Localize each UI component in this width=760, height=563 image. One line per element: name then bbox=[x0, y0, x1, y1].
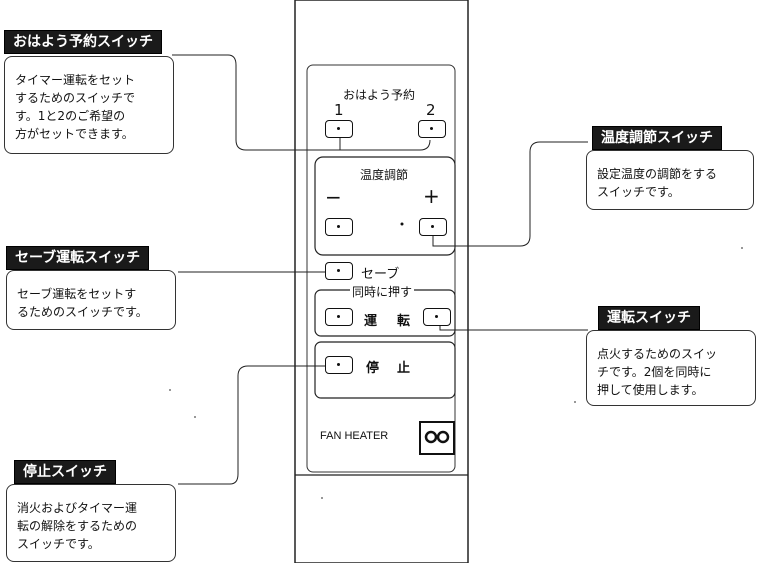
remote-panel bbox=[306, 64, 456, 473]
logo-circle-left bbox=[424, 430, 438, 444]
scan-speck bbox=[574, 401, 576, 403]
leader-ohayou-2 bbox=[340, 139, 431, 151]
callout-run-line: 点火するためのスイッ bbox=[597, 347, 718, 361]
logo-circle-right bbox=[436, 430, 450, 444]
callout-stop-box: 消火およびタイマー運 転の解除をするための スイッチです。 bbox=[6, 484, 176, 562]
temp-down-button[interactable] bbox=[325, 218, 353, 236]
callout-run-line: 押して使用します。 bbox=[597, 383, 704, 397]
save-button[interactable] bbox=[325, 262, 353, 280]
brand-logo-box bbox=[419, 421, 455, 455]
callout-ohayou-line: タイマー運転をセット bbox=[15, 73, 136, 87]
run-button-left[interactable] bbox=[325, 308, 353, 326]
leader-run bbox=[439, 322, 588, 331]
minus-sign: − bbox=[325, 185, 342, 209]
temp-group-box bbox=[314, 156, 456, 256]
scan-speck bbox=[321, 497, 323, 499]
ohayou-number-1: 1 bbox=[334, 101, 344, 119]
callout-stop-line: スイッチです。 bbox=[17, 537, 100, 551]
ohayou-2-button[interactable] bbox=[418, 120, 446, 138]
callout-run-line: チです。2個を同時に bbox=[597, 365, 712, 379]
simultaneous-label: 同時に押す bbox=[350, 283, 415, 300]
run-label-char-2: 転 bbox=[397, 314, 411, 329]
callout-ohayou-line: す。1と2のご希望の bbox=[15, 109, 126, 123]
remote-body bbox=[294, 0, 469, 563]
callout-stop-title: 停止スイッチ bbox=[14, 460, 116, 484]
callout-temp-title: 温度調節スイッチ bbox=[592, 126, 722, 150]
brand-label: FAN HEATER bbox=[320, 430, 389, 442]
callout-ohayou-line: 方がセットできます。 bbox=[15, 127, 134, 141]
callout-run-box: 点火するためのスイッ チです。2個を同時に 押して使用します。 bbox=[586, 330, 756, 406]
plus-sign: + bbox=[423, 184, 440, 208]
ohayou-number-2: 2 bbox=[426, 101, 436, 119]
scan-speck bbox=[741, 247, 743, 249]
stop-label-char-2: 止 bbox=[397, 361, 411, 376]
callout-temp-line: 設定温度の調節をする bbox=[597, 167, 718, 181]
stop-group-box bbox=[314, 341, 456, 399]
leader-ohayou-1 bbox=[172, 54, 341, 151]
stop-button[interactable] bbox=[325, 356, 353, 374]
run-button-right[interactable] bbox=[423, 308, 451, 326]
callout-run-title: 運転スイッチ bbox=[598, 306, 700, 330]
callout-ohayou-box: タイマー運転をセット するためのスイッチで す。1と2のご希望の 方がセットでき… bbox=[4, 56, 174, 154]
callout-save-title: セーブ運転スイッチ bbox=[6, 246, 150, 270]
callout-ohayou-title: おはよう予約スイッチ bbox=[4, 30, 162, 54]
ohayou-1-button[interactable] bbox=[325, 120, 353, 138]
callout-ohayou-line: するためのスイッチで bbox=[15, 91, 136, 105]
scan-speck bbox=[169, 389, 171, 391]
callout-stop-line: 消火およびタイマー運 bbox=[17, 501, 138, 515]
stop-label-char-1: 停 bbox=[366, 361, 380, 376]
callout-save-box: セーブ運転をセットす るためのスイッチです。 bbox=[6, 270, 176, 330]
callout-temp-line: スイッチです。 bbox=[597, 185, 680, 199]
callout-temp-box: 設定温度の調節をする スイッチです。 bbox=[586, 150, 754, 210]
save-label: セーブ bbox=[361, 267, 400, 282]
temp-indicator-dot bbox=[400, 222, 404, 226]
callout-save-line: るためのスイッチです。 bbox=[17, 305, 148, 319]
temp-up-button[interactable] bbox=[419, 218, 447, 236]
callout-stop-line: 転の解除をするための bbox=[17, 519, 138, 533]
callout-save-line: セーブ運転をセットす bbox=[17, 287, 137, 301]
temp-label: 温度調節 bbox=[360, 168, 409, 182]
run-label-char-1: 運 bbox=[364, 314, 378, 329]
scan-speck bbox=[194, 416, 196, 418]
leader-stop bbox=[178, 365, 326, 485]
ohayou-label: おはよう予約 bbox=[343, 88, 416, 102]
leader-temp bbox=[432, 141, 588, 247]
